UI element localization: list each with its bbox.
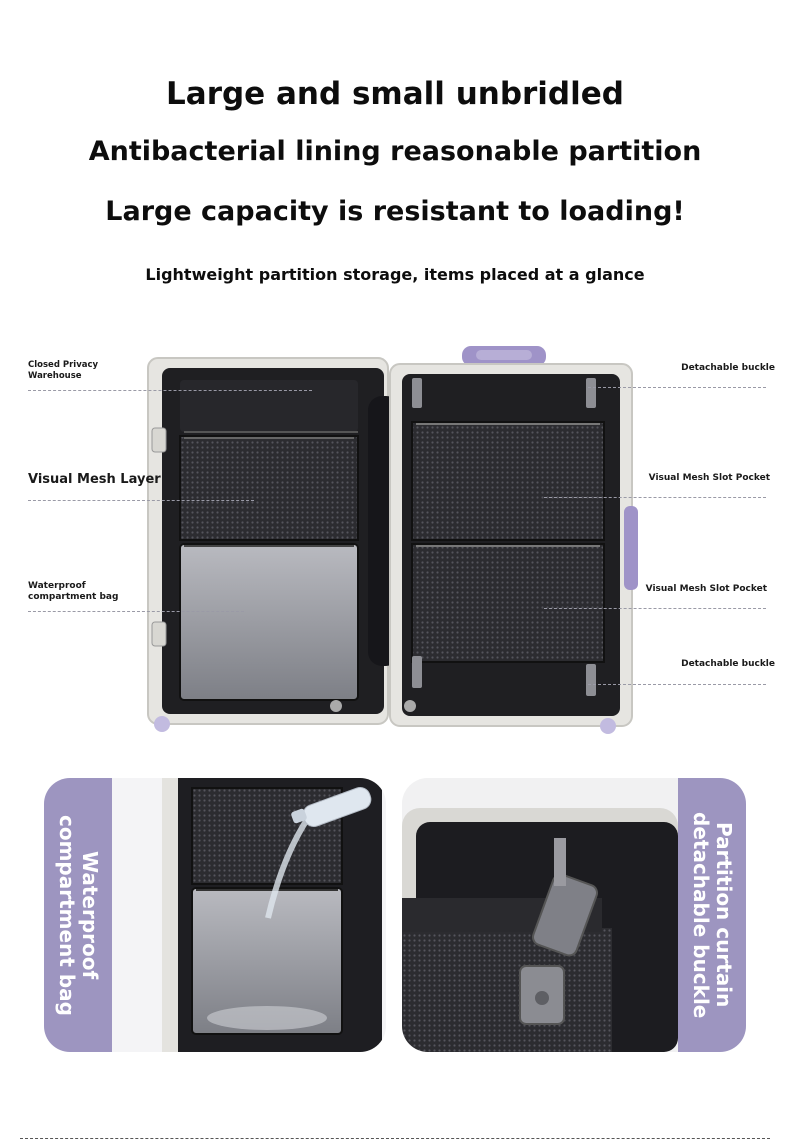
buckle-icon bbox=[519, 838, 599, 1025]
panel-waterproof-bag: Waterproof compartment bag bbox=[44, 778, 386, 1052]
headline-line-3: Large capacity is resistant to loading! bbox=[105, 196, 685, 227]
panel-band-right bbox=[678, 778, 746, 1052]
panel-label-left-text: Waterproof compartment bag bbox=[55, 814, 102, 1016]
leader-detachable-buckle-bottom bbox=[588, 684, 766, 685]
side-handle bbox=[624, 506, 638, 590]
callout-closed-privacy: Closed Privacy Warehouse bbox=[28, 360, 98, 381]
callout-visual-mesh-slot-pocket-1: Visual Mesh Slot Pocket bbox=[648, 473, 770, 483]
callout-visual-mesh-layer: Visual Mesh Layer bbox=[28, 472, 161, 487]
callout-closed-privacy-line1: Closed Privacy bbox=[28, 360, 99, 370]
panel-band-left bbox=[44, 778, 112, 1052]
buckle-icon bbox=[586, 378, 596, 408]
callout-waterproof: Waterproof compartment bag bbox=[28, 581, 118, 604]
callout-closed-privacy-line2: Warehouse bbox=[28, 370, 82, 381]
callout-detachable-buckle-top: Detachable buckle bbox=[681, 363, 775, 373]
buckle-icon bbox=[412, 378, 422, 408]
panel-label-left: Waterproof compartment bag bbox=[44, 778, 112, 1052]
leader-visual-mesh-slot-pocket-1 bbox=[544, 497, 766, 498]
leader-waterproof bbox=[28, 611, 244, 612]
callout-waterproof-line1: Waterproof bbox=[28, 581, 86, 591]
headline-line-1: Large and small unbridled bbox=[166, 76, 624, 112]
mesh-slot-pocket-2 bbox=[411, 543, 605, 663]
buckle-icon bbox=[586, 664, 596, 696]
callout-detachable-buckle-bottom: Detachable buckle bbox=[681, 659, 775, 669]
buckle-icon bbox=[412, 656, 422, 688]
leader-visual-mesh-layer bbox=[28, 500, 254, 501]
water-bottle-icon bbox=[291, 787, 372, 827]
mesh-slot-pocket-1 bbox=[411, 421, 605, 541]
panel-label-right: Partition curtain detachable buckle bbox=[678, 778, 746, 1052]
headline-line-2: Antibacterial lining reasonable partitio… bbox=[88, 136, 702, 167]
leader-detachable-buckle-top bbox=[588, 387, 766, 388]
panel-label-right-text: Partition curtain detachable buckle bbox=[689, 811, 736, 1019]
bottom-divider bbox=[20, 1138, 770, 1139]
subtitle: Lightweight partition storage, items pla… bbox=[145, 265, 645, 284]
leader-closed-privacy bbox=[28, 390, 312, 391]
mesh-layer-left bbox=[179, 435, 359, 541]
callout-waterproof-line2: compartment bag bbox=[28, 592, 119, 603]
panel-detachable-buckle: Partition curtain detachable buckle bbox=[402, 778, 746, 1052]
leader-visual-mesh-slot-pocket-2 bbox=[544, 608, 766, 609]
callout-visual-mesh-slot-pocket-2: Visual Mesh Slot Pocket bbox=[645, 584, 767, 594]
buckle-detail-illustration bbox=[402, 778, 678, 1052]
waterproof-detail-illustration bbox=[162, 778, 382, 1052]
waterproof-bag-left bbox=[179, 543, 359, 701]
top-handle bbox=[462, 346, 546, 366]
suitcase-icon bbox=[147, 346, 638, 734]
